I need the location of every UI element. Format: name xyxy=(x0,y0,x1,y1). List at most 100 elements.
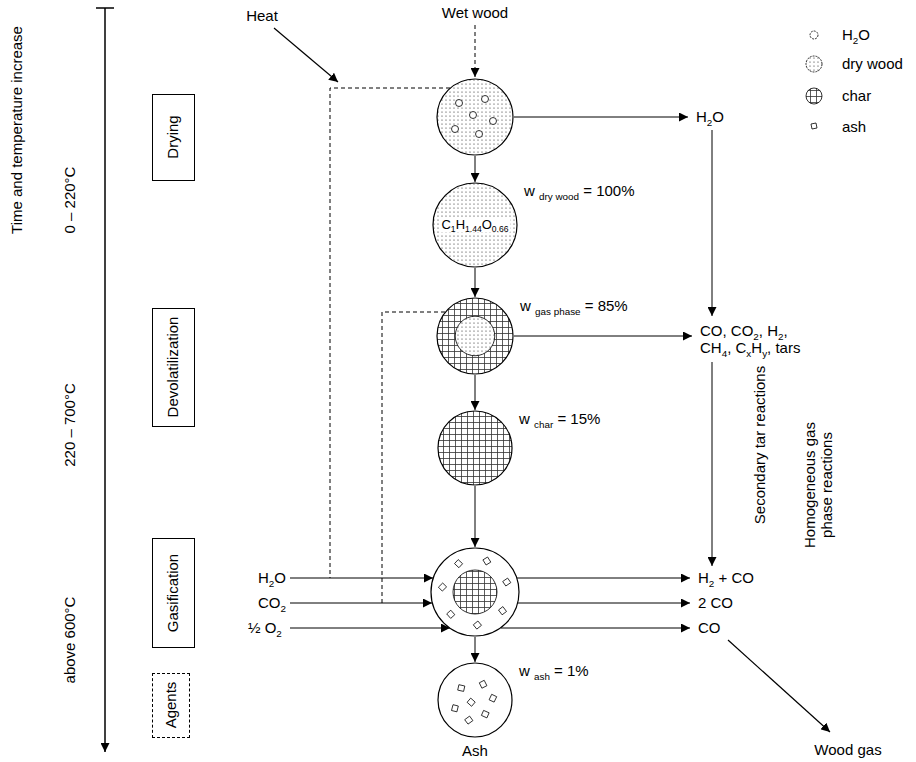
ash-particle xyxy=(479,680,487,688)
ash-particle xyxy=(483,557,491,565)
water-drop xyxy=(482,96,489,103)
particle-outline xyxy=(438,663,512,737)
legend-label: dry wood xyxy=(842,55,903,72)
product-arrow xyxy=(517,578,690,579)
recycle-line xyxy=(330,88,450,578)
wood-gas-arrow xyxy=(728,640,830,732)
particle-circle xyxy=(430,547,520,637)
product-label: 2 CO xyxy=(698,594,733,611)
ash-particle xyxy=(489,694,497,702)
particle-drawing xyxy=(437,410,513,486)
particle-outline xyxy=(431,548,519,636)
legend-symbol xyxy=(810,31,818,39)
particle-drawing xyxy=(436,78,514,156)
stage-label: Drying xyxy=(164,115,181,158)
subscript: 1.44 xyxy=(465,224,482,234)
particle-drawing xyxy=(437,662,513,738)
product-arrow xyxy=(501,628,690,629)
product-label: H2O xyxy=(696,108,724,125)
stage-box: Gasification xyxy=(152,538,195,648)
time-axis xyxy=(104,8,106,752)
water-drop xyxy=(490,118,497,125)
particle-outline xyxy=(437,79,513,155)
ash-particle xyxy=(465,716,473,724)
water-drop xyxy=(476,131,483,138)
legend-symbol xyxy=(806,88,822,104)
particle-drawing xyxy=(436,297,514,375)
product-arrow xyxy=(518,603,690,604)
volatiles-arrow xyxy=(514,336,692,337)
particle-circle: C1H1.44O0.66w dry wood = 100% xyxy=(432,182,518,268)
stage-result-label: Ash xyxy=(462,742,488,759)
particle-outline xyxy=(433,183,517,267)
mass-fraction: w char = 15% xyxy=(519,410,600,427)
subscript: 1 xyxy=(451,224,456,234)
stage-box: Devolatilization xyxy=(152,308,195,427)
subscript: dry wood xyxy=(539,191,579,202)
subscript: char xyxy=(534,419,553,430)
water-down-arrow xyxy=(712,130,713,316)
flow-arrow xyxy=(475,486,476,547)
subscript: y xyxy=(762,348,767,359)
axis-label: Time and temperature increase xyxy=(8,26,25,234)
product-label: H2 + CO xyxy=(698,569,754,586)
agent-arrow xyxy=(290,628,450,629)
ash-particle xyxy=(438,583,446,591)
agent-arrow xyxy=(290,603,432,604)
reaction-label: Homogeneous gas phase reactions xyxy=(801,400,836,570)
particle-circle xyxy=(436,78,514,156)
subscript: 2 xyxy=(753,331,759,342)
heat-arrow xyxy=(274,28,338,82)
temperature-range: above 600°C xyxy=(61,597,78,684)
mass-fraction: w gas phase = 85% xyxy=(520,297,628,314)
agent-label: CO2 xyxy=(258,594,286,611)
ash-particle xyxy=(473,621,481,629)
heat-label: Heat xyxy=(246,7,278,24)
flow-arrow xyxy=(475,268,476,297)
wood-core xyxy=(455,316,495,356)
volatiles-down-arrow xyxy=(712,362,713,566)
subscript: x xyxy=(746,348,751,359)
mass-fraction: w dry wood = 100% xyxy=(524,182,635,199)
mass-fraction: w ash = 1% xyxy=(519,662,589,679)
agent-arrow xyxy=(290,578,433,579)
particle-drawing xyxy=(430,547,520,637)
legend-symbol xyxy=(806,56,822,72)
output-label: Wood gas xyxy=(814,741,881,758)
particle-outline xyxy=(437,298,513,374)
agent-label: ½ O2 xyxy=(248,619,282,636)
water-drop xyxy=(470,112,477,119)
subscript: 4 xyxy=(722,348,728,359)
water-drop xyxy=(452,126,459,133)
ash-particle xyxy=(467,698,475,706)
temperature-range: 0 – 220°C xyxy=(61,167,78,234)
feed-arrow xyxy=(475,25,476,77)
temperature-range: 220 – 700°C xyxy=(61,383,78,467)
stage-label: Agents xyxy=(162,682,179,729)
subscript: 2 xyxy=(853,35,859,46)
legend-label: char xyxy=(842,87,871,104)
subscript: 2 xyxy=(707,117,713,128)
ash-particle xyxy=(458,685,465,692)
legend-symbol xyxy=(811,123,817,129)
agents-box: Agents xyxy=(152,673,190,738)
flow-arrow xyxy=(475,637,476,662)
chemical-formula: C1H1.44O0.66 xyxy=(439,218,510,233)
particle-circle: w gas phase = 85% xyxy=(436,297,514,375)
flow-arrow xyxy=(475,375,476,410)
ash-particle xyxy=(447,610,455,618)
product-label: CO xyxy=(698,619,721,636)
ash-particle xyxy=(455,560,463,568)
char-core xyxy=(453,570,497,614)
subscript: 2 xyxy=(709,578,715,589)
flow-arrow xyxy=(475,156,476,182)
subscript: 2 xyxy=(276,628,282,639)
ash-particle xyxy=(499,607,507,615)
stage-label: Devolatilization xyxy=(164,317,181,418)
agent-label: H2O xyxy=(258,569,286,586)
stage-box: Drying xyxy=(152,94,195,181)
water-drop xyxy=(456,100,463,107)
subscript: 0.66 xyxy=(492,224,509,234)
subscript: 2 xyxy=(778,331,784,342)
